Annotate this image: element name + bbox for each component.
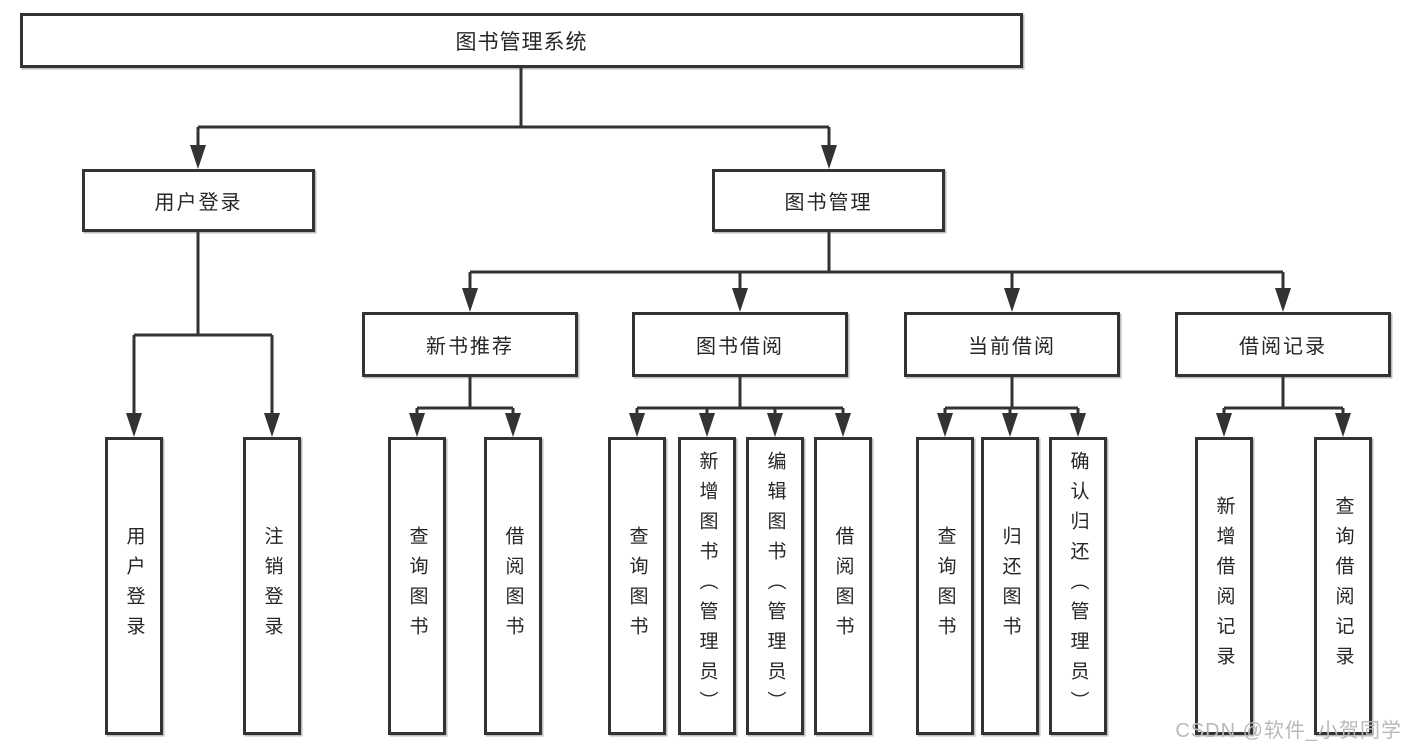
node-root: 图书管理系统 [20,13,1023,68]
arrow-leaf-add-book [699,413,715,437]
leaf-query-books-3-label: 查询图书 [934,526,956,646]
leaf-add-borrow-record-label: 新增借阅记录 [1213,496,1235,676]
leaf-borrow-books-1-label: 借阅图书 [502,526,524,646]
leaf-logout-label: 注销登录 [261,526,283,646]
connector-current-borrow-branch [943,377,1080,415]
leaf-return-book-label: 归还图书 [999,526,1021,646]
node-current-borrow-label: 当前借阅 [968,336,1056,358]
leaf-edit-book-admin-label: 编辑图书（管理员） [764,451,786,721]
node-borrow-records: 借阅记录 [1175,312,1391,377]
arrow-leaf-user-login [126,413,142,437]
node-new-book-recommend: 新书推荐 [362,312,578,377]
arrow-leaf-query-books-1 [409,413,425,437]
arrow-leaf-logout [264,413,280,437]
arrow-leaf-borrow-books-1 [505,413,521,437]
node-book-management: 图书管理 [712,169,945,232]
arrow-user-login [190,145,206,169]
leaf-logout: 注销登录 [243,437,301,735]
leaf-confirm-return-admin: 确认归还（管理员） [1049,437,1107,735]
arrow-leaf-edit-book [767,413,783,437]
leaf-edit-book-admin: 编辑图书（管理员） [746,437,804,735]
leaf-borrow-books-1: 借阅图书 [484,437,542,735]
leaf-query-books-2-label: 查询图书 [626,526,648,646]
arrow-current-borrow [1004,288,1020,312]
node-root-label: 图书管理系统 [455,30,588,54]
arrow-leaf-confirm-return [1070,413,1086,437]
leaf-user-login: 用户登录 [105,437,163,735]
node-current-borrow: 当前借阅 [904,312,1120,377]
leaf-query-books-1: 查询图书 [388,437,446,735]
arrow-new-book-recommend [462,288,478,312]
arrow-book-borrow [732,288,748,312]
connector-user-login-branch [132,232,274,415]
node-user-login: 用户登录 [82,169,315,232]
arrow-borrow-records [1275,288,1291,312]
leaf-query-borrow-record-label: 查询借阅记录 [1332,496,1354,676]
node-book-management-label: 图书管理 [784,192,873,214]
leaf-query-borrow-record: 查询借阅记录 [1314,437,1372,735]
node-user-login-label: 用户登录 [154,192,243,214]
node-new-book-recommend-label: 新书推荐 [426,336,514,358]
arrow-book-management [821,145,837,169]
arrow-leaf-query-books-3 [937,413,953,437]
leaf-return-book: 归还图书 [981,437,1039,735]
node-borrow-records-label: 借阅记录 [1239,336,1327,358]
leaf-user-login-label: 用户登录 [123,526,145,646]
arrow-leaf-query-borrow-record [1335,413,1351,437]
leaf-add-book-admin-label: 新增图书（管理员） [696,451,718,721]
leaf-add-book-admin: 新增图书（管理员） [678,437,736,735]
leaf-add-borrow-record: 新增借阅记录 [1195,437,1253,735]
connector-book-borrow-branch [635,377,845,415]
leaf-query-books-2: 查询图书 [608,437,666,735]
leaf-borrow-books-2: 借阅图书 [814,437,872,735]
arrow-leaf-add-borrow-record [1216,413,1232,437]
node-book-borrow-label: 图书借阅 [696,336,784,358]
arrow-leaf-borrow-books-2 [835,413,851,437]
leaf-borrow-books-2-label: 借阅图书 [832,526,854,646]
connector-new-book-recommend-branch [415,377,515,415]
connector-root-to-level2 [196,68,831,147]
connector-book-management-branch [468,232,1285,290]
csdn-watermark: CSDN @软件_小贺同学 [1175,720,1402,742]
node-book-borrow: 图书借阅 [632,312,848,377]
leaf-query-books-1-label: 查询图书 [406,526,428,646]
arrow-leaf-query-books-2 [629,413,645,437]
connector-borrow-records-branch [1222,377,1345,415]
leaf-query-books-3: 查询图书 [916,437,974,735]
leaf-confirm-return-admin-label: 确认归还（管理员） [1067,451,1089,721]
arrow-leaf-return-book [1002,413,1018,437]
